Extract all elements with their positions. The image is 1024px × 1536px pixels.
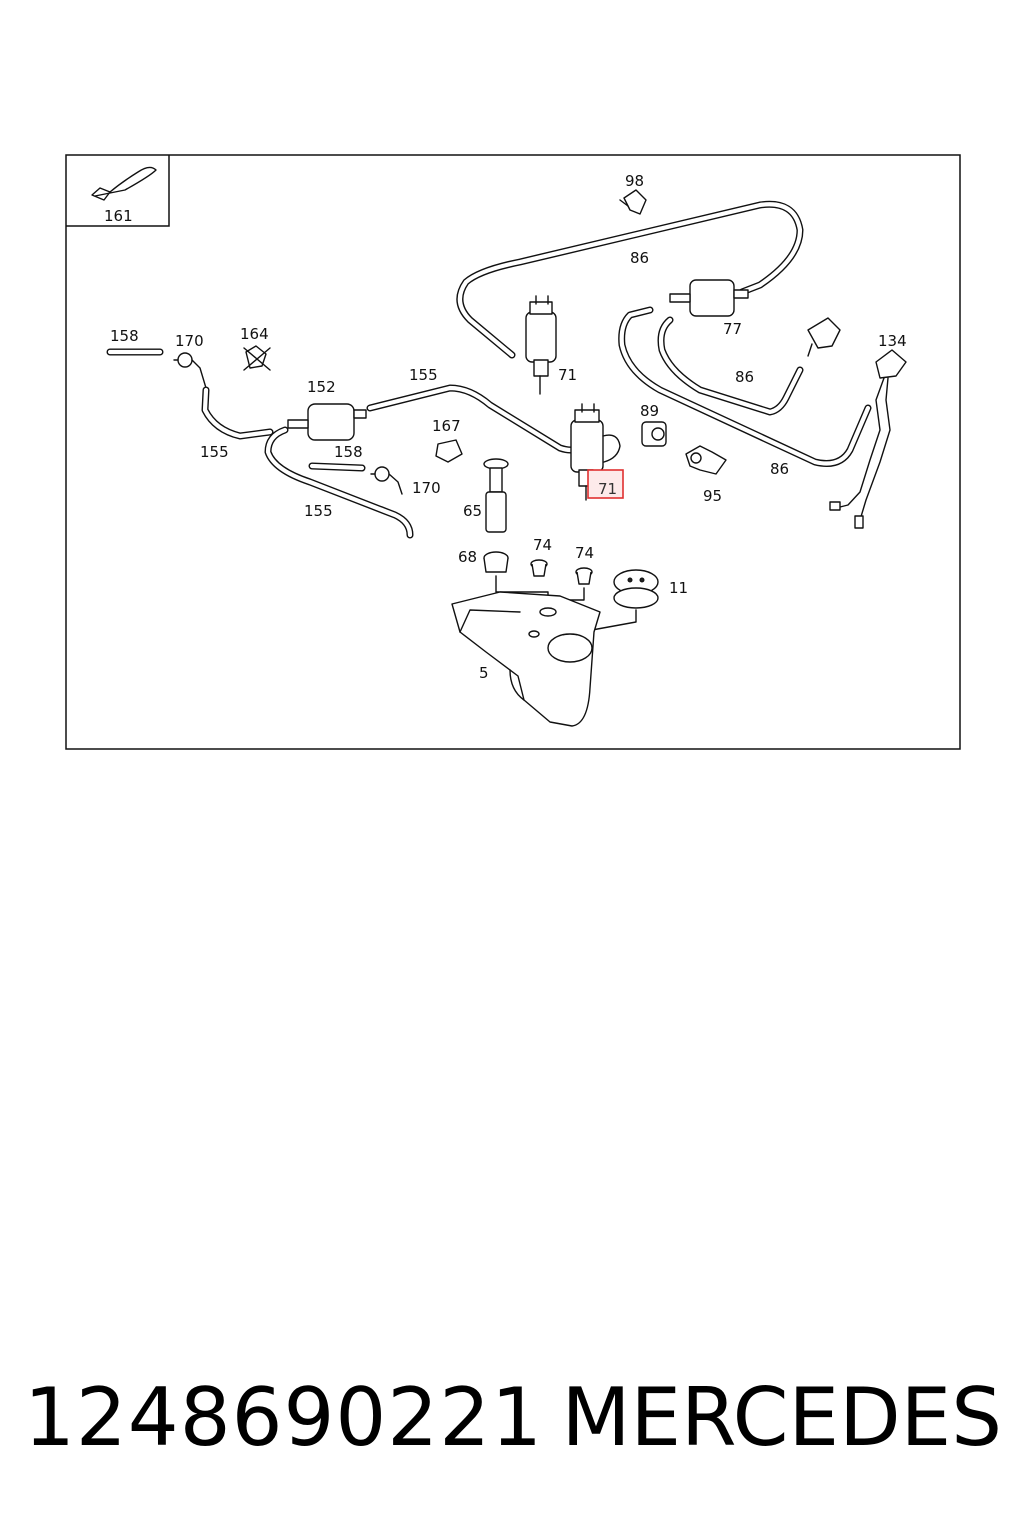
label-65: 65 — [463, 502, 482, 520]
label-74-a: 74 — [533, 536, 552, 554]
label-155-top: 155 — [409, 366, 438, 384]
label-152: 152 — [307, 378, 336, 396]
highlight-box — [587, 469, 624, 499]
label-158-upper: 158 — [110, 327, 139, 345]
hose-86-upper — [456, 200, 804, 359]
label-155-left: 155 — [200, 443, 229, 461]
part-161-cable-tie — [91, 166, 157, 201]
brand-name: MERCEDES — [561, 1371, 1002, 1464]
hose-86-right — [618, 306, 872, 467]
part-98-clip — [619, 189, 647, 215]
highlighted-callout-71[interactable]: 71 — [587, 469, 624, 499]
parts-diagram: 161 98 86 77 71 134 158 170 164 152 155 … — [65, 154, 961, 750]
part-164-clip — [243, 345, 271, 371]
label-155-lower: 155 — [304, 502, 333, 520]
part-134-wiring — [829, 349, 907, 529]
label-164: 164 — [240, 325, 269, 343]
part-65-pipe — [483, 458, 509, 533]
hose-155-left — [201, 386, 274, 440]
part-170-nozzle-lower — [370, 466, 403, 495]
part-77-check-valve — [669, 279, 749, 317]
part-washer-jet — [807, 317, 841, 357]
label-170-upper: 170 — [175, 332, 204, 350]
label-170-lower: 170 — [412, 479, 441, 497]
label-86-upper: 86 — [630, 249, 649, 267]
label-11: 11 — [669, 579, 688, 597]
hose-158-lower — [308, 462, 366, 472]
label-86-lower: 86 — [770, 460, 789, 478]
label-68: 68 — [458, 548, 477, 566]
label-95: 95 — [703, 487, 722, 505]
diagram-frame — [65, 154, 961, 750]
part-5-reservoir — [451, 591, 601, 727]
label-71-lower: 71 — [598, 480, 617, 498]
label-158-lower: 158 — [334, 443, 363, 461]
part-95-clip — [685, 445, 727, 475]
label-77: 77 — [723, 320, 742, 338]
part-71-pump-upper — [525, 295, 557, 395]
inset-box — [66, 155, 170, 227]
label-167: 167 — [432, 417, 461, 435]
label-89: 89 — [640, 402, 659, 420]
label-5: 5 — [479, 664, 489, 682]
part-74-grommet-a — [530, 559, 548, 577]
hose-155-center — [366, 384, 582, 454]
hose-155-lower — [264, 426, 414, 539]
label-74-b: 74 — [575, 544, 594, 562]
part-167-clip — [435, 439, 463, 463]
part-number: 1248690221 — [24, 1371, 543, 1464]
label-86-middle: 86 — [735, 368, 754, 386]
label-71-upper: 71 — [558, 366, 577, 384]
part-11-filler-cap — [569, 569, 659, 635]
part-89-grommet — [641, 421, 667, 447]
label-98: 98 — [625, 172, 644, 190]
footer: 1248690221 MERCEDES — [0, 1368, 1024, 1468]
part-170-nozzle-upper — [173, 352, 207, 389]
label-134: 134 — [878, 332, 907, 350]
part-152-valve — [287, 403, 367, 441]
label-161: 161 — [104, 207, 133, 225]
